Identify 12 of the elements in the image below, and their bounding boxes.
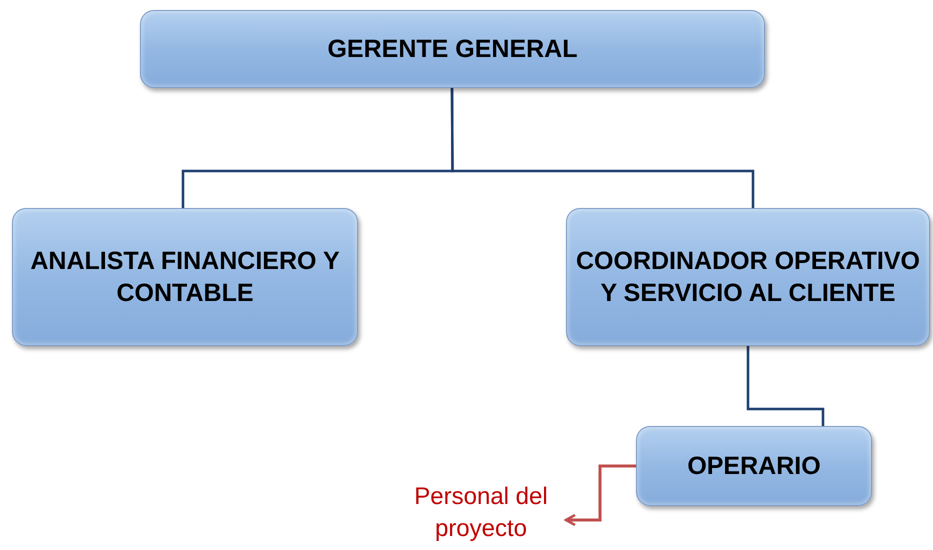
position-box [12, 208, 358, 346]
position-title: GERENTE GENERAL [326, 34, 579, 65]
position-title: ANALISTA FINANCIERO Y CONTABLE [29, 246, 341, 309]
connector-line [450, 88, 754, 208]
position-box [140, 10, 765, 88]
connector-line [746, 346, 824, 426]
position-box [636, 426, 872, 506]
position-title: OPERARIO [686, 450, 822, 482]
position-box [566, 208, 930, 346]
arrow [564, 464, 636, 526]
position-title: COORDINADOR OPERATIVO Y SERVICIO AL CLIENTE [575, 246, 921, 309]
note-text: Personal del proyecto [413, 482, 549, 544]
